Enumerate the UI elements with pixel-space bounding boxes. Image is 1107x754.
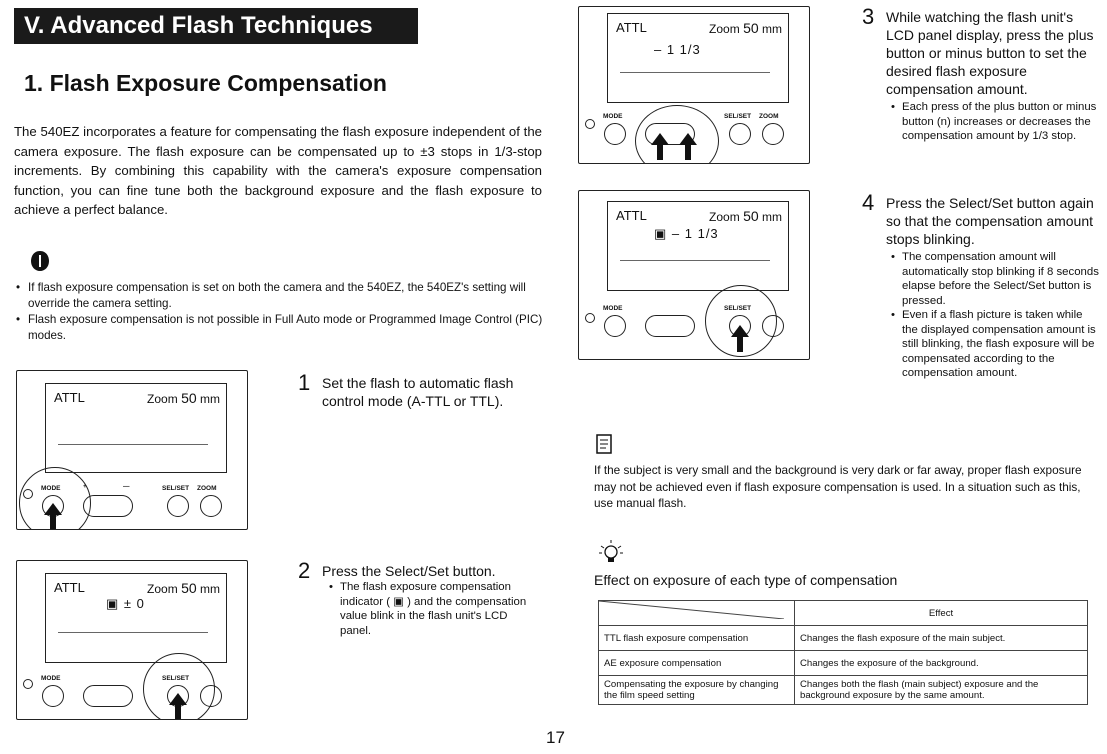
step-number: 2 <box>298 558 311 583</box>
chapter-header: V. Advanced Flash Techniques <box>14 8 418 44</box>
table-header-row: Effect <box>598 600 1088 626</box>
lcd-panel: ATTL Zoom 50 mm <box>45 383 227 473</box>
step-text: Set the flash to automatic flash control… <box>322 375 514 409</box>
step-subitem: Each press of the plus button or minus b… <box>890 100 1100 144</box>
step-subitem: Even if a flash picture is taken while t… <box>890 308 1100 381</box>
table-row: TTL flash exposure compensation Changes … <box>598 625 1088 651</box>
flash-panel-illustration-1: ATTL Zoom 50 mm MODE + — SEL/SET ZOOM <box>16 370 248 530</box>
lcd-mode-label: ATTL <box>54 390 85 405</box>
effect-title: Effect on exposure of each type of compe… <box>594 572 898 588</box>
caution-item: Flash exposure compensation is not possi… <box>14 312 544 343</box>
tip-bulb-icon <box>598 538 624 571</box>
lcd-panel: ATTL Zoom 50 mm ▣ ± 0 <box>45 573 227 663</box>
step-subitem: The flash exposure compensation indicato… <box>328 580 540 638</box>
note-icon <box>596 434 612 459</box>
step-subitem: The compensation amount will automatical… <box>890 250 1100 308</box>
table-row: AE exposure compensation Changes the exp… <box>598 650 1088 676</box>
step-text: Press the Select/Set button. <box>322 563 496 579</box>
table-row: Compensating the exposure by changing th… <box>598 675 1088 705</box>
flash-panel-illustration-2: ATTL Zoom 50 mm ▣ ± 0 MODE SEL/SET <box>16 560 248 720</box>
step-number: 4 <box>862 190 875 215</box>
step-sublist: Each press of the plus button or minus b… <box>890 100 1100 144</box>
intro-paragraph: The 540EZ incorporates a feature for com… <box>14 124 542 217</box>
lcd-panel: ATTL Zoom 50 mm – 1 1/3 <box>607 13 789 103</box>
section-title: 1. Flash Exposure Compensation <box>24 70 387 96</box>
effect-table: Effect TTL flash exposure compensation C… <box>598 600 1088 705</box>
lcd-panel: ATTL Zoom 50 mm ▣ – 1 1/3 <box>607 201 789 291</box>
step-text: Press the Select/Set button again so tha… <box>886 195 1094 247</box>
step-text: While watching the flash unit's LCD pane… <box>886 9 1094 97</box>
step-number: 1 <box>298 370 311 395</box>
note-paragraph: If the subject is very small and the bac… <box>594 463 1082 510</box>
flash-panel-illustration-3: ATTL Zoom 50 mm – 1 1/3 MODE SEL/SET ZOO… <box>578 6 810 164</box>
step-sublist: The flash exposure compensation indicato… <box>328 580 540 638</box>
caution-list: If flash exposure compensation is set on… <box>14 280 544 344</box>
step-number: 3 <box>862 4 875 29</box>
step-sublist: The compensation amount will automatical… <box>890 250 1100 381</box>
page-number: 17 <box>546 728 565 747</box>
caution-icon <box>30 250 50 277</box>
table-header-cell: Effect <box>794 600 1088 626</box>
flash-panel-illustration-4: ATTL Zoom 50 mm ▣ – 1 1/3 MODE SEL/SET <box>578 190 810 360</box>
caution-item: If flash exposure compensation is set on… <box>14 280 544 311</box>
lcd-zoom-readout: Zoom 50 mm <box>147 390 220 406</box>
lcd-comp-value: ▣ ± 0 <box>106 596 145 611</box>
